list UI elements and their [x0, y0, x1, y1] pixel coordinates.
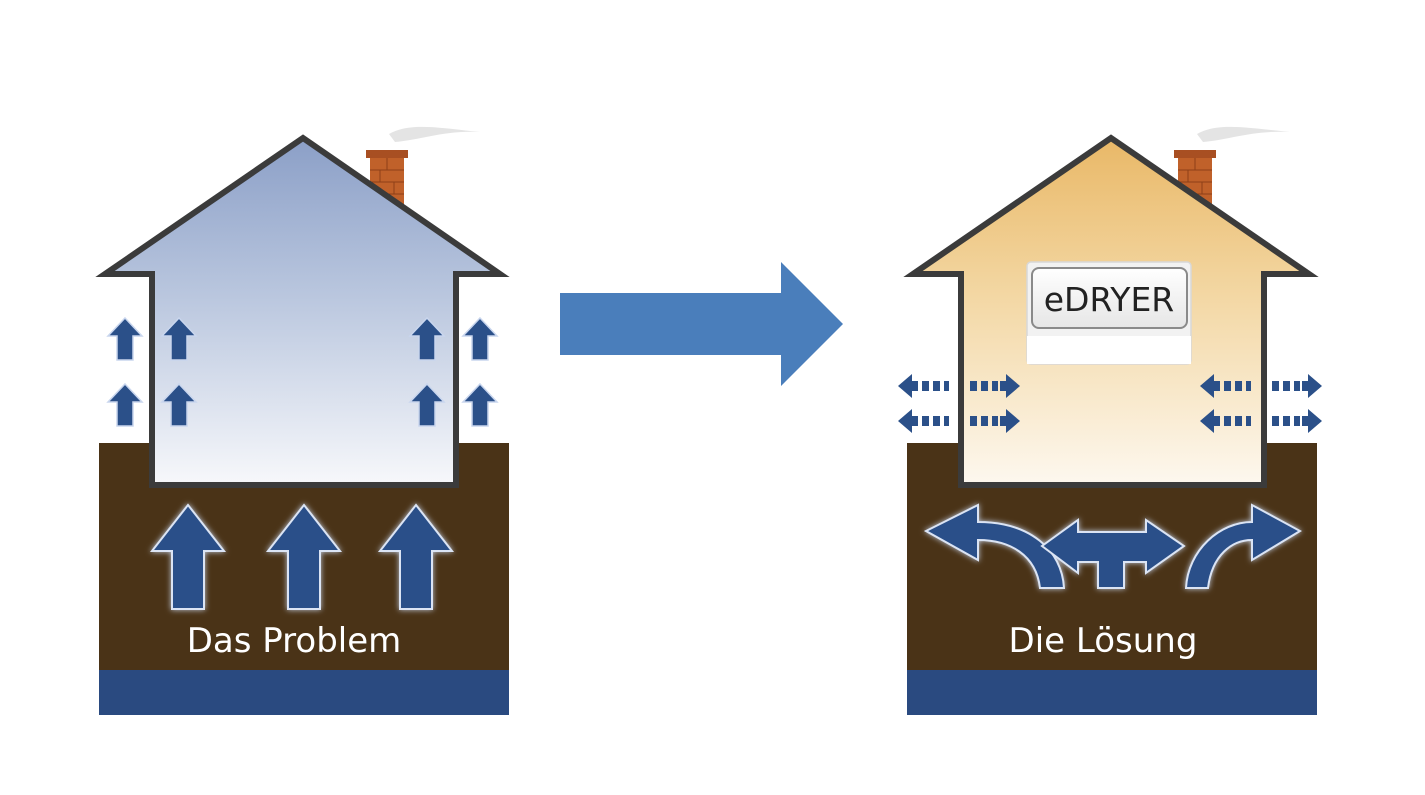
- problem-caption: Das Problem: [187, 621, 402, 661]
- double-dashed-arrow-icon: [1272, 374, 1322, 398]
- up-arrow-icon: [107, 317, 143, 361]
- moisture-arrows-ground: [151, 504, 453, 610]
- problem-groundwater: [99, 670, 509, 715]
- solution-groundwater: [907, 670, 1317, 715]
- double-dashed-arrow-icon: [898, 374, 949, 398]
- double-dashed-arrow-icon: [1272, 409, 1322, 433]
- solution-caption: Die Lösung: [1009, 621, 1198, 661]
- right-arrow-icon: [560, 262, 843, 386]
- up-arrow-icon: [107, 383, 143, 427]
- up-arrow-icon: [462, 383, 498, 427]
- curved-arrow-icon: [923, 503, 1066, 589]
- problem-panel: Das Problem: [95, 126, 510, 715]
- curved-arrow-icon: [1040, 518, 1186, 589]
- curved-arrow-icon: [1184, 503, 1303, 589]
- moisture-diverted: [923, 503, 1303, 589]
- up-arrow-icon: [462, 317, 498, 361]
- edryer-label: eDRYER: [1044, 280, 1174, 319]
- edryer-device: eDRYER: [1026, 261, 1192, 365]
- problem-house: [95, 134, 510, 488]
- double-dashed-arrow-icon: [898, 409, 949, 433]
- solution-panel: eDRYER Die Lösung: [898, 126, 1322, 715]
